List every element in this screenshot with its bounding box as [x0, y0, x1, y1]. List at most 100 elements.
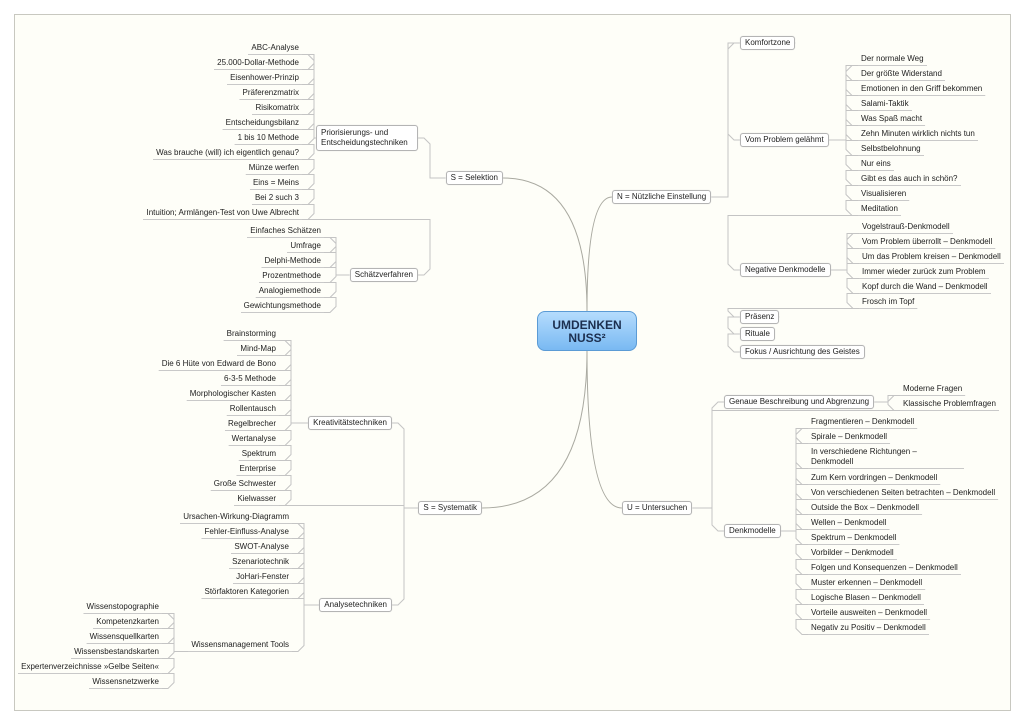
- subtopic-negativ-zu-positiv-denkmodell[interactable]: Negativ zu Positiv – Denkmodell: [808, 622, 929, 635]
- subtopic-in-verschiedene-richtungen-denkmodell[interactable]: In verschiedene Richtungen – Denkmodell: [808, 446, 964, 469]
- topic-s-systematik[interactable]: S = Systematik: [418, 501, 482, 515]
- subtopic-fehler-einfluss-analyse[interactable]: Fehler-Einfluss-Analyse: [201, 526, 292, 539]
- subtopic-eisenhower-prinzip[interactable]: Eisenhower-Prinzip: [227, 72, 302, 85]
- subtopic-vorbilder-denkmodell[interactable]: Vorbilder – Denkmodell: [808, 547, 897, 560]
- subtopic-moderne-fragen[interactable]: Moderne Fragen: [900, 383, 966, 396]
- subtopic-swot-analyse[interactable]: SWOT-Analyse: [231, 541, 292, 554]
- subtopic-6-3-5-methode[interactable]: 6-3-5 Methode: [220, 373, 279, 386]
- subtopic-spektrum-denkmodell[interactable]: Spektrum – Denkmodell: [808, 532, 900, 545]
- subtopic-zum-kern-vordringen-denkmodell[interactable]: Zum Kern vordringen – Denkmodell: [808, 472, 941, 485]
- subtopic-brainstorming[interactable]: Brainstorming: [223, 328, 279, 341]
- subtopic-risikomatrix[interactable]: Risikomatrix: [252, 102, 302, 115]
- subtopic-der-größte-widerstand[interactable]: Der größte Widerstand: [858, 68, 945, 81]
- subtopic-analogiemethode[interactable]: Analogiemethode: [255, 285, 324, 298]
- subtopic-wissensnetzwerke[interactable]: Wissensnetzwerke: [89, 676, 162, 689]
- topic-komfortzone[interactable]: Komfortzone: [740, 36, 796, 50]
- subtopic-immer-wieder-zurück-zum-problem[interactable]: Immer wieder zurück zum Problem: [859, 266, 989, 279]
- topic-priorisierungs-und-entscheidungstechniken[interactable]: Priorisierungs- und Entscheidungstechnik…: [316, 125, 418, 151]
- subtopic-outside-the-box-denkmodell[interactable]: Outside the Box – Denkmodell: [808, 502, 923, 515]
- subtopic-1-bis-10-methode[interactable]: 1 bis 10 Methode: [234, 132, 302, 145]
- subtopic-präferenzmatrix[interactable]: Präferenzmatrix: [239, 87, 302, 100]
- subtopic-wertanalyse[interactable]: Wertanalyse: [228, 433, 279, 446]
- subtopic-mind-map[interactable]: Mind-Map: [237, 343, 279, 356]
- topic-rituale[interactable]: Rituale: [740, 327, 775, 341]
- subtopic-muster-erkennen-denkmodell[interactable]: Muster erkennen – Denkmodell: [808, 577, 926, 590]
- subtopic-große-schwester[interactable]: Große Schwester: [210, 478, 279, 491]
- subtopic-was-brauche-will-ich-eigentlich-genau[interactable]: Was brauche (will) ich eigentlich genau?: [153, 147, 302, 160]
- subtopic-logische-blasen-denkmodell[interactable]: Logische Blasen – Denkmodell: [808, 592, 924, 605]
- topic-negative-denkmodelle[interactable]: Negative Denkmodelle: [740, 263, 831, 277]
- central-topic[interactable]: UMDENKEN NUSS²: [537, 311, 637, 351]
- topic-s-selektion[interactable]: S = Selektion: [445, 171, 503, 185]
- connector: [201, 598, 305, 652]
- subtopic-kompetenzkarten[interactable]: Kompetenzkarten: [93, 616, 162, 629]
- subtopic-wissensquellkarten[interactable]: Wissensquellkarten: [86, 631, 162, 644]
- subtopic-die-6-hüte-von-edward-de-bono[interactable]: Die 6 Hüte von Edward de Bono: [158, 358, 279, 371]
- subtopic-spirale-denkmodell[interactable]: Spirale – Denkmodell: [808, 431, 891, 444]
- subtopic-um-das-problem-kreisen-denkmodell[interactable]: Um das Problem kreisen – Denkmodell: [859, 251, 1004, 264]
- subtopic-wissensbestandskarten[interactable]: Wissensbestandskarten: [71, 646, 162, 659]
- subtopic-eins-meins[interactable]: Eins = Meins: [249, 177, 302, 190]
- topic-u-untersuchen[interactable]: U = Untersuchen: [622, 501, 693, 515]
- subtopic-münze-werfen[interactable]: Münze werfen: [245, 162, 302, 175]
- connector: [727, 215, 901, 271]
- topic-analysetechniken[interactable]: Analysetechniken: [319, 598, 392, 612]
- subtopic-wissenstopographie[interactable]: Wissenstopographie: [83, 601, 162, 614]
- subtopic-expertenverzeichnisse-gelbe-seiten[interactable]: Expertenverzeichnisse »Gelbe Seiten«: [18, 661, 162, 674]
- subtopic-vom-problem-überrollt-denkmodell[interactable]: Vom Problem überrollt – Denkmodell: [859, 236, 996, 249]
- subtopic-visualisieren[interactable]: Visualisieren: [858, 188, 910, 201]
- subtopic-zehn-minuten-wirklich-nichts-tun[interactable]: Zehn Minuten wirklich nichts tun: [858, 128, 978, 141]
- subtopic-meditation[interactable]: Meditation: [858, 203, 901, 216]
- subtopic-vorteile-ausweiten-denkmodell[interactable]: Vorteile ausweiten – Denkmodell: [808, 607, 931, 620]
- subtopic-selbstbelohnung[interactable]: Selbstbelohnung: [858, 143, 924, 156]
- subtopic-bei-2-such-3[interactable]: Bei 2 such 3: [251, 192, 302, 205]
- subtopic-abc-analyse[interactable]: ABC-Analyse: [248, 42, 302, 55]
- connector: [692, 401, 724, 509]
- subtopic-der-normale-weg[interactable]: Der normale Weg: [858, 53, 927, 66]
- subtopic-entscheidungsbilanz[interactable]: Entscheidungsbilanz: [222, 117, 302, 130]
- subtopic-nur-eins[interactable]: Nur eins: [858, 158, 894, 171]
- connector: [502, 177, 588, 312]
- subtopic-kopf-durch-die-wand-denkmodell[interactable]: Kopf durch die Wand – Denkmodell: [859, 281, 991, 294]
- subtopic-spektrum[interactable]: Spektrum: [238, 448, 279, 461]
- subtopic-vogelstrauß-denkmodell[interactable]: Vogelstrauß-Denkmodell: [859, 221, 953, 234]
- connector: [162, 613, 189, 652]
- topic-vom-problem-gelähmt[interactable]: Vom Problem gelähmt: [740, 133, 829, 147]
- subtopic-frosch-im-topf[interactable]: Frosch im Topf: [859, 296, 918, 309]
- subtopic-prozentmethode[interactable]: Prozentmethode: [259, 270, 324, 283]
- subtopic-wellen-denkmodell[interactable]: Wellen – Denkmodell: [808, 517, 890, 530]
- topic-denkmodelle[interactable]: Denkmodelle: [724, 524, 781, 538]
- subtopic-umfrage[interactable]: Umfrage: [287, 240, 324, 253]
- subtopic-gibt-es-das-auch-in-schön[interactable]: Gibt es das auch in schön?: [858, 173, 961, 186]
- subtopic-enterprise[interactable]: Enterprise: [236, 463, 279, 476]
- subtopic-morphologischer-kasten[interactable]: Morphologischer Kasten: [186, 388, 279, 401]
- subtopic-salami-taktik[interactable]: Salami-Taktik: [858, 98, 912, 111]
- subtopic-wissensmanagement-tools[interactable]: Wissensmanagement Tools: [188, 639, 292, 652]
- subtopic-was-spaß-macht[interactable]: Was Spaß macht: [858, 113, 926, 126]
- subtopic-gewichtungsmethode[interactable]: Gewichtungsmethode: [240, 300, 324, 313]
- subtopic-fragmentieren-denkmodell[interactable]: Fragmentieren – Denkmodell: [808, 416, 918, 429]
- subtopic-kielwasser[interactable]: Kielwasser: [234, 493, 279, 506]
- subtopic-regelbrecher[interactable]: Regelbrecher: [224, 418, 279, 431]
- subtopic-störfaktoren-kategorien[interactable]: Störfaktoren Kategorien: [201, 586, 292, 599]
- connector: [711, 410, 999, 532]
- connector: [279, 340, 309, 424]
- topic-kreativitätstechniken[interactable]: Kreativitätstechniken: [308, 416, 392, 430]
- topic-n-nützliche-einstellung[interactable]: N = Nützliche Einstellung: [612, 190, 712, 204]
- subtopic-szenariotechnik[interactable]: Szenariotechnik: [229, 556, 292, 569]
- subtopic-folgen-und-konsequenzen-denkmodell[interactable]: Folgen und Konsequenzen – Denkmodell: [808, 562, 961, 575]
- subtopic-einfaches-schätzen[interactable]: Einfaches Schätzen: [247, 225, 324, 238]
- subtopic-ursachen-wirkung-diagramm[interactable]: Ursachen-Wirkung-Diagramm: [180, 511, 292, 524]
- topic-schätzverfahren[interactable]: Schätzverfahren: [349, 268, 418, 282]
- topic-präsenz[interactable]: Präsenz: [740, 310, 780, 324]
- subtopic-delphi-methode[interactable]: Delphi-Methode: [261, 255, 324, 268]
- topic-fokus-ausrichtung-des-geistes[interactable]: Fokus / Ausrichtung des Geistes: [740, 345, 865, 359]
- subtopic-emotionen-in-den-griff-bekommen[interactable]: Emotionen in den Griff bekommen: [858, 83, 986, 96]
- subtopic-klassische-problemfragen[interactable]: Klassische Problemfragen: [900, 398, 999, 411]
- subtopic-rollentausch[interactable]: Rollentausch: [226, 403, 279, 416]
- subtopic-johari-fenster[interactable]: JoHari-Fenster: [233, 571, 292, 584]
- topic-genaue-beschreibung-und-abgrenzung[interactable]: Genaue Beschreibung und Abgrenzung: [724, 395, 875, 409]
- subtopic-intuition-armlängen-test-von-uwe-albrecht[interactable]: Intuition; Armlängen-Test von Uwe Albrec…: [143, 207, 302, 220]
- subtopic-25-000-dollar-methode[interactable]: 25.000-Dollar-Methode: [214, 57, 302, 70]
- subtopic-von-verschiedenen-seiten-betrachten-denkmodell[interactable]: Von verschiedenen Seiten betrachten – De…: [808, 487, 999, 500]
